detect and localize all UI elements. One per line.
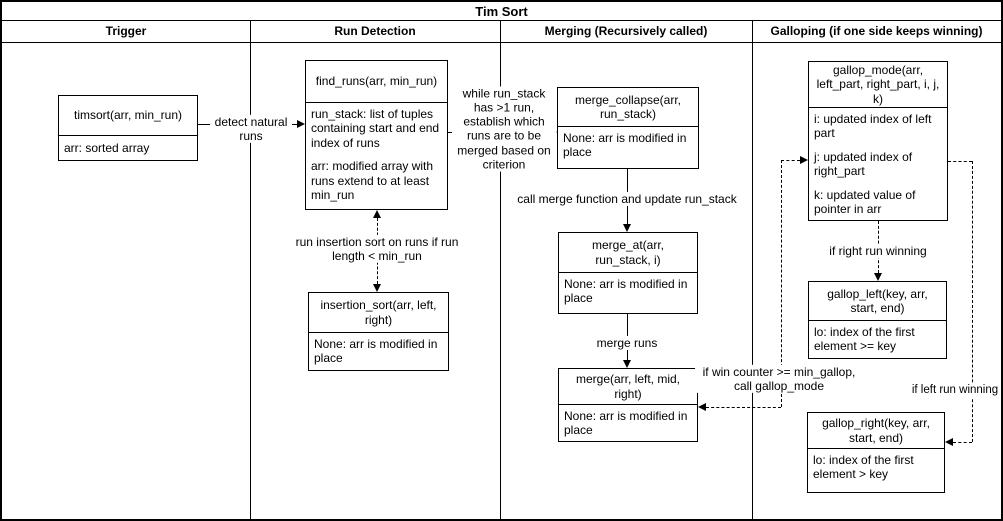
edge-label-call-merge: call merge function and update run_stack (516, 191, 738, 207)
node-gallop-left-title: gallop_left(key, arr, start, end) (809, 282, 946, 321)
node-merge-collapse-output: None: arr is modified in place (563, 131, 687, 160)
node-gallop-left: gallop_left(key, arr, start, end) lo: in… (808, 281, 947, 359)
node-merge-collapse-title: merge_collapse(arr, run_stack) (558, 88, 698, 127)
edge-label-merge-runs: merge runs (595, 335, 659, 351)
node-gallop-right-body: lo: index of the first element > key (808, 449, 944, 492)
node-find-runs-body: run_stack: list of tuples containing sta… (306, 103, 447, 209)
node-merge-output: None: arr is modified in place (564, 409, 688, 438)
edge-label-run-insertion-sort: run insertion sort on runs if run length… (288, 234, 466, 264)
node-merge-at-body: None: arr is modified in place (559, 273, 697, 313)
node-merge: merge(arr, left, mid, right) None: arr i… (558, 368, 698, 442)
node-merge-at-output: None: arr is modified in place (564, 277, 688, 306)
node-gallop-mode-output-1: i: updated index of left part (814, 112, 932, 141)
node-find-runs: find_runs(arr, min_run) run_stack: list … (305, 60, 448, 210)
node-gallop-left-body: lo: index of the first element >= key (809, 321, 946, 358)
node-merge-collapse: merge_collapse(arr, run_stack) None: arr… (557, 87, 699, 169)
arrowhead-left-icon (698, 403, 706, 411)
edge-label-right-run-winning: if right run winning (828, 243, 928, 259)
arrowhead-down-icon (623, 360, 631, 368)
node-gallop-right-title: gallop_right(key, arr, start, end) (808, 413, 944, 449)
lane-header-galloping: Galloping (if one side keeps winning) (770, 24, 983, 38)
edge-merge-gallopmode-line-v (781, 160, 782, 407)
node-gallop-mode-title: gallop_mode(arr, left_part, right_part, … (809, 62, 947, 108)
node-timsort-title: timsort(arr, min_run) (59, 96, 197, 136)
node-find-runs-title: find_runs(arr, min_run) (306, 61, 447, 103)
lane-divider-1 (250, 20, 251, 519)
node-merge-title: merge(arr, left, mid, right) (559, 369, 697, 405)
diagram-title: Tim Sort (475, 3, 528, 19)
edge-gallopmode-gallopright-line-h2 (953, 442, 972, 443)
lane-divider-3 (752, 20, 753, 519)
edge-label-win-counter: if win counter >= min_gallop, call gallo… (695, 364, 863, 394)
edge-gallopmode-gallopright-line-h1 (948, 161, 972, 162)
arrowhead-right-icon (297, 120, 305, 128)
lane-divider-2 (500, 20, 501, 519)
node-gallop-right: gallop_right(key, arr, start, end) lo: i… (807, 412, 945, 493)
node-find-runs-output-2: arr: modified array with runs extend to … (311, 159, 434, 202)
node-gallop-mode-body: i: updated index of left part j: updated… (809, 108, 947, 220)
node-timsort-body: arr: sorted array (59, 136, 197, 160)
lane-header-merging: Merging (Recursively called) (544, 24, 708, 38)
node-timsort: timsort(arr, min_run) arr: sorted array (58, 95, 198, 161)
edge-label-detect-natural-runs: detect natural runs (210, 114, 292, 144)
lane-header-bottom-line (2, 42, 1001, 43)
node-merge-body: None: arr is modified in place (559, 405, 697, 442)
node-merge-at-title: merge_at(arr, run_stack, i) (559, 233, 697, 273)
node-gallop-left-output: lo: index of the first element >= key (814, 325, 915, 354)
node-insertion-sort-output: None: arr is modified in place (314, 337, 438, 366)
edge-label-left-run-winning: if left run winning (910, 384, 1000, 398)
node-gallop-right-output: lo: index of the first element > key (813, 453, 914, 482)
lane-header-run-detection: Run Detection (334, 24, 416, 38)
edge-merge-gallopmode-line-h1 (706, 407, 781, 408)
node-insertion-sort-title: insertion_sort(arr, left, right) (309, 293, 448, 333)
node-insertion-sort-body: None: arr is modified in place (309, 333, 448, 370)
arrowhead-right-icon (800, 156, 808, 164)
edge-label-while-run-stack: while run_stack has >1 run, establish wh… (452, 86, 556, 172)
edge-gallopmode-gallopright-line-v (972, 161, 973, 442)
node-merge-at: merge_at(arr, run_stack, i) None: arr is… (558, 232, 698, 314)
arrowhead-down-icon (874, 273, 882, 281)
arrowhead-left-icon (945, 438, 953, 446)
node-insertion-sort: insertion_sort(arr, left, right) None: a… (308, 292, 449, 371)
node-gallop-mode-output-2: j: updated index of right_part (814, 149, 913, 179)
edge-merge-gallopmode-line-h2 (781, 160, 800, 161)
node-find-runs-output-1: run_stack: list of tuples containing sta… (311, 107, 440, 150)
node-gallop-mode: gallop_mode(arr, left_part, right_part, … (808, 61, 948, 221)
lane-header-trigger: Trigger (105, 24, 147, 38)
arrowhead-down-icon (373, 284, 381, 292)
arrowhead-down-icon (623, 224, 631, 232)
arrowhead-up-icon (373, 210, 381, 218)
node-timsort-output: arr: sorted array (64, 140, 150, 155)
node-merge-collapse-body: None: arr is modified in place (558, 127, 698, 168)
title-divider-line (2, 20, 1001, 21)
node-gallop-mode-output-3: k: updated value of pointer in arr (814, 187, 916, 216)
